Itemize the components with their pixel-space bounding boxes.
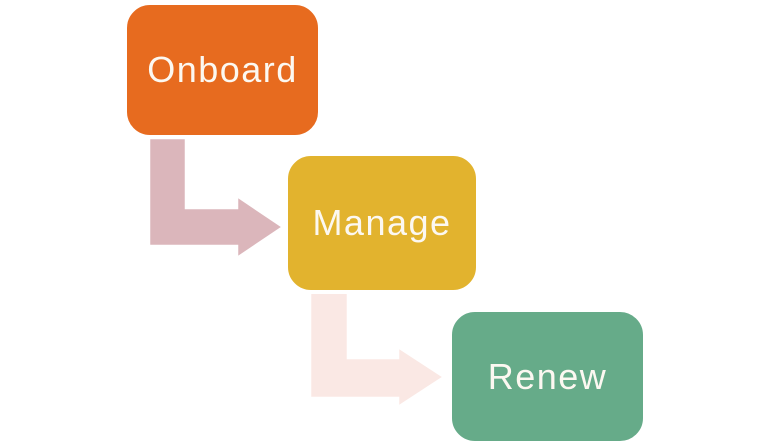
step-onboard: Onboard xyxy=(123,1,322,139)
step-manage: Manage xyxy=(284,152,480,294)
elbow-arrow-manage-to-renew-icon xyxy=(308,289,447,410)
step-label-renew: Renew xyxy=(487,355,608,397)
step-label-onboard: Onboard xyxy=(147,49,298,90)
step-renew: Renew xyxy=(448,308,647,445)
elbow-arrow-onboard-to-manage-icon xyxy=(147,136,286,261)
step-label-manage: Manage xyxy=(312,202,452,243)
